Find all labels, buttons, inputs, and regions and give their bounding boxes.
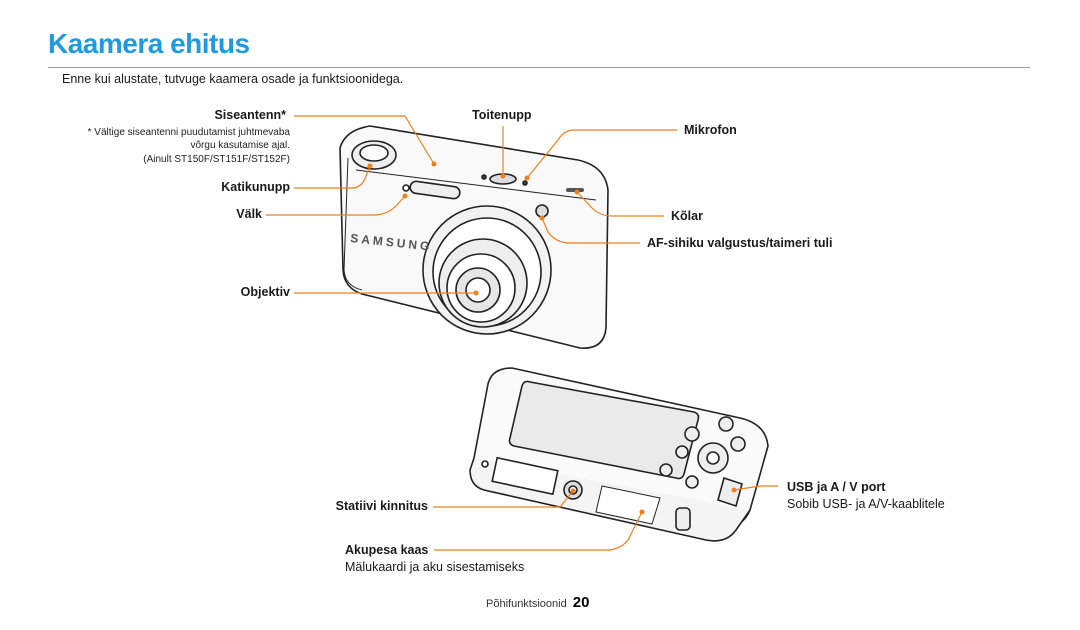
label-objektiv: Objektiv — [240, 285, 290, 299]
note-siseantenn-1: * Vältige siseantenni puudutamist juhtme… — [87, 127, 290, 138]
label-af-lamp: AF-sihiku valgustus/taimeri tuli — [647, 236, 833, 250]
footer-section: Põhifunktsioonid — [486, 598, 567, 610]
title-divider — [48, 67, 1030, 68]
desc-usb-av-port: Sobib USB- ja A/V-kaablitele — [787, 497, 945, 511]
label-siseantenn: Siseantenn* — [214, 108, 286, 122]
label-valk: Välk — [236, 207, 262, 221]
label-usb-av-port: USB ja A / V port — [787, 480, 886, 494]
intro-text: Enne kui alustate, tutvuge kaamera osade… — [62, 72, 404, 86]
page-number: 20 — [572, 594, 590, 611]
label-kolar: Kõlar — [671, 209, 703, 223]
page-footer: Põhifunktsioonid 20 — [486, 594, 589, 611]
callout-lines — [266, 115, 778, 551]
note-siseantenn-3: (Ainult ST150F/ST151F/ST152F) — [143, 154, 290, 165]
camera-back — [469, 367, 769, 542]
label-katikunupp: Katikunupp — [221, 180, 290, 194]
label-akupesa-kaas: Akupesa kaas — [345, 543, 429, 557]
page-title: Kaamera ehitus — [48, 28, 250, 59]
desc-akupesa-kaas: Mälukaardi ja aku sisestamiseks — [345, 560, 525, 574]
label-statiivi-kinnitus: Statiivi kinnitus — [335, 499, 428, 513]
note-siseantenn-2: võrgu kasutamise ajal. — [190, 140, 291, 151]
label-mikrofon: Mikrofon — [684, 123, 737, 137]
label-toitenupp: Toitenupp — [472, 108, 532, 122]
callout-dots — [367, 161, 737, 515]
